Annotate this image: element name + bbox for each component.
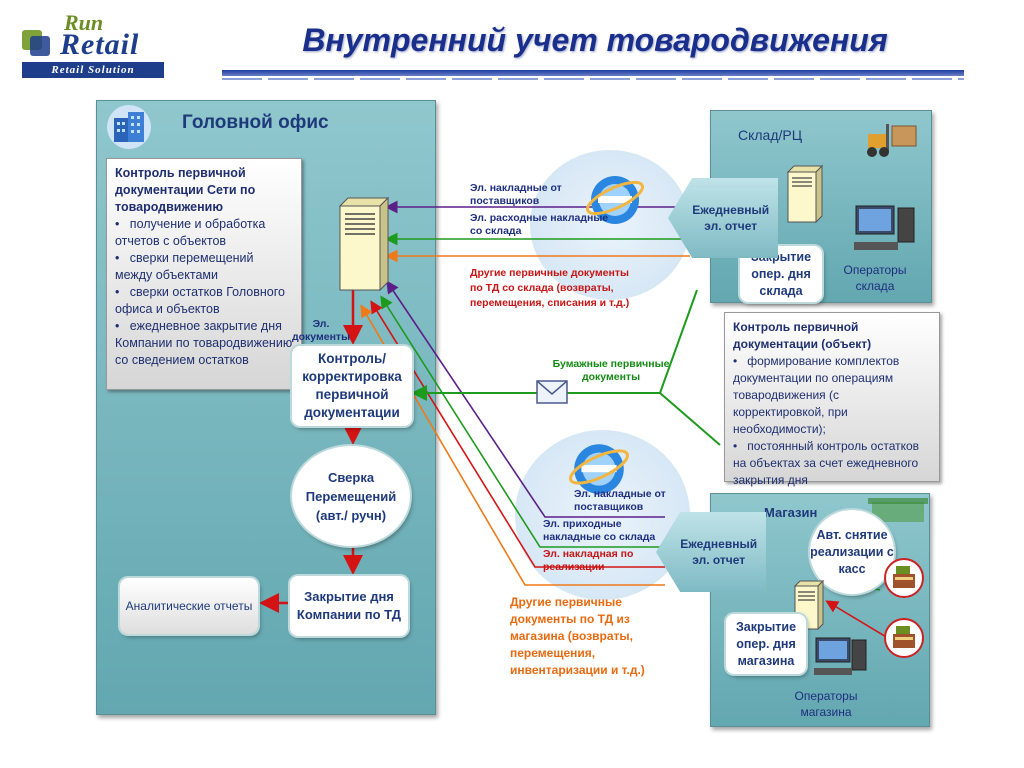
flow-paper-docs-wh — [659, 289, 698, 394]
server-icon — [338, 196, 390, 292]
auto-sales-circle: Авт. снятие реализации с касс — [810, 510, 894, 594]
internet-explorer-icon-2 — [569, 444, 629, 494]
store-daily-report-label: Ежедневный эл. отчет — [680, 537, 758, 567]
logo: Run Retail Retail Solution — [14, 8, 164, 80]
label-paper-docs: Бумажные первичные документы — [552, 358, 670, 383]
label-st-other-docs: Другие первичные документы по ТД из мага… — [510, 595, 645, 677]
head-office-title: Головной офис — [182, 112, 329, 133]
store-title: Магазин — [764, 505, 818, 520]
logo-text-main: Retail — [60, 28, 140, 61]
logo-tagline: Retail Solution — [22, 62, 164, 78]
flow-st-supplier-invoices — [386, 280, 665, 518]
head-office-control-heading: Контроль первичной документации Сети по … — [115, 166, 256, 214]
label-st-sales-invoice: Эл. накладная по реализации — [543, 548, 634, 573]
object-control-box: Контроль первичной документации (объект)… — [724, 312, 940, 487]
label-wh-other-docs: Другие первичные документы по ТД со скла… — [470, 267, 630, 309]
label-st-supplier-invoices: Эл. накладные от поставщиков — [574, 488, 666, 513]
title-underline — [222, 70, 964, 76]
logo-text-top: Run — [64, 10, 104, 35]
store-building-icon — [868, 498, 928, 522]
list-item: постоянный контроль остатков на объектах… — [733, 438, 931, 489]
correction-box: Контроль/ корректировка первичной докуме… — [292, 346, 412, 426]
list-item: сверки перемещений между объектами — [115, 250, 293, 284]
list-item: ежедневное закрытие дня Компании по това… — [115, 318, 293, 369]
page-title: Внутренний учет товародвижения — [302, 22, 888, 58]
store-close-day-box: Закрытие опер. дня магазина — [726, 614, 806, 674]
title-underline-dashed — [222, 78, 964, 80]
internet-explorer-icon — [585, 176, 645, 224]
flow-paper-docs-obj — [659, 392, 721, 446]
reconcile-circle: Сверка Перемещений (авт./ ручн) — [292, 446, 410, 546]
logo-graphic-icon — [22, 30, 50, 56]
list-item: сверки остатков Головного офиса и объект… — [115, 284, 293, 318]
store-operators-label: Операторы магазина — [794, 689, 858, 719]
analytics-box: Аналитические отчеты — [120, 578, 258, 634]
warehouse-title: Склад/РЦ — [738, 127, 803, 143]
flow-st-incoming-invoices — [380, 295, 665, 548]
label-wh-outgoing-invoices: Эл. расходные накладные со склада — [470, 212, 609, 237]
warehouse-close-day-box: Закрытие опер. дня склада — [740, 246, 822, 302]
close-day-company-box: Закрытие дня Компании по ТД — [290, 576, 408, 636]
head-office-control-list: получение и обработка отчетов с объектов… — [115, 216, 293, 369]
warehouse-server-icon — [786, 164, 824, 224]
list-item: формирование комплектов документации по … — [733, 353, 931, 438]
envelope-icon — [536, 380, 568, 404]
cash-register-icon — [884, 558, 924, 598]
store-daily-report-callout: Ежедневный эл. отчет — [656, 512, 766, 592]
list-item: получение и обработка отчетов с объектов — [115, 216, 293, 250]
warehouse-computer-icon — [854, 205, 915, 250]
warehouse-daily-report-label: Ежедневный эл. отчет — [692, 203, 770, 233]
internet-cloud-top — [530, 150, 690, 300]
label-st-incoming-invoices: Эл. приходные накладные со склада — [543, 518, 656, 543]
cash-register-icon-2 — [884, 618, 924, 658]
object-control-list: формирование комплектов документации по … — [733, 353, 931, 489]
building-icon — [107, 105, 151, 149]
object-control-heading: Контроль первичной документации (объект) — [733, 320, 872, 351]
flow-till2-to-store — [825, 600, 889, 639]
warehouse-operators-label: Операторы склада — [843, 263, 907, 293]
head-office-control-box: Контроль первичной документации Сети по … — [106, 158, 302, 390]
store-computer-icon — [814, 637, 867, 675]
warehouse-daily-report-callout: Ежедневный эл. отчет — [668, 178, 778, 258]
label-wh-supplier-invoices: Эл. накладные от поставщиков — [470, 182, 562, 207]
forklift-icon — [867, 124, 917, 157]
el-docs-label: Эл. документы — [291, 318, 351, 343]
